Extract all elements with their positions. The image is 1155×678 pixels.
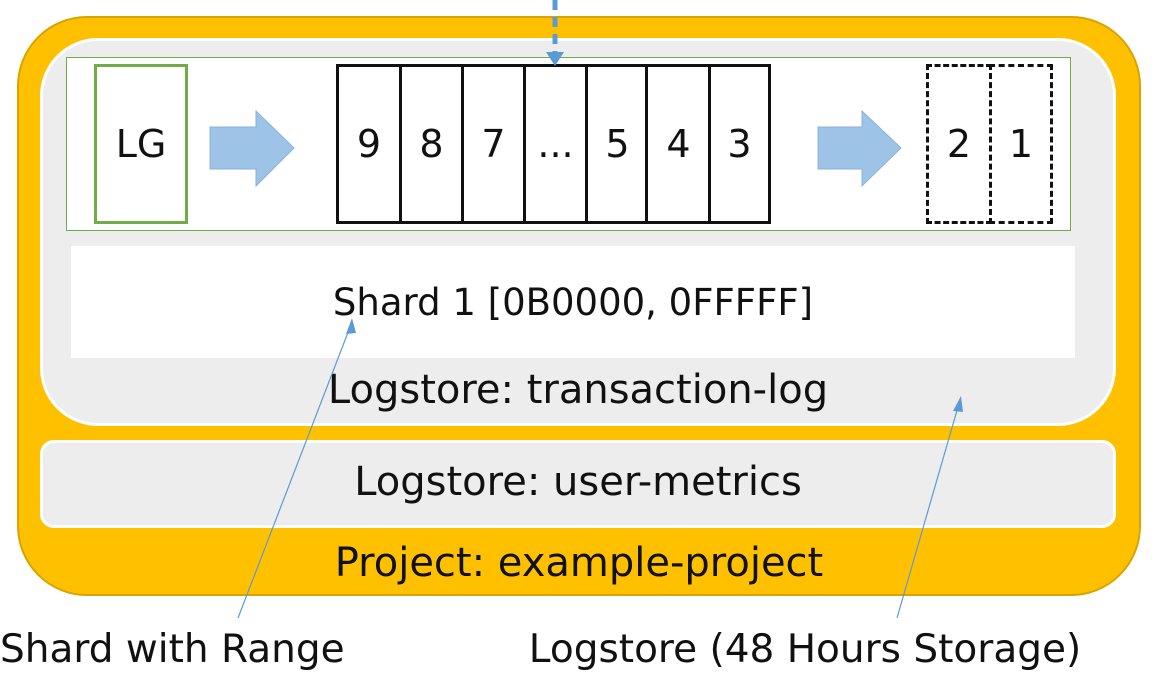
logstore-caption: Logstore (48 Hours Storage) (528, 626, 1082, 672)
cell-label: 1 (1008, 122, 1034, 166)
cell-label: 9 (356, 122, 382, 166)
expired-cell-1: 1 (989, 64, 1053, 224)
shard-pointer-head (346, 318, 356, 334)
logstore-pointer-head (953, 396, 963, 412)
data-cell-9: 9 (336, 64, 402, 224)
block-arrow-out-icon (817, 109, 902, 188)
cell-label: 7 (481, 122, 506, 166)
shard-range-label: Shard 1 [0B0000, 0FFFFF] (332, 280, 814, 324)
write-arrow-head (546, 52, 564, 66)
logstore-user-metrics-container (40, 440, 1116, 528)
project-label: Project: example-project (334, 540, 824, 586)
data-cell-8: 8 (399, 64, 464, 224)
cell-label: 8 (419, 122, 444, 166)
logstore-user-metrics-label: Logstore: user-metrics (354, 459, 802, 505)
shard-pointer-line (237, 321, 353, 619)
shard-caption: Shard with Range (0, 626, 345, 672)
expired-cell-2: 2 (926, 64, 992, 224)
data-cell-ellipsis: ... (523, 64, 588, 224)
data-cell-3: 3 (708, 64, 771, 224)
block-arrow-in-icon (209, 109, 295, 188)
log-producer-box: LG (94, 64, 188, 224)
cell-label: 4 (666, 122, 691, 166)
logstore-pointer-line (896, 399, 961, 619)
cell-label: 3 (727, 122, 752, 166)
cell-label: 5 (605, 122, 630, 166)
cell-label: 2 (946, 122, 972, 166)
logstore-transaction-log-label: Logstore: transaction-log (327, 367, 829, 413)
shard-label-panel (71, 246, 1075, 358)
log-producer-label: LG (115, 122, 167, 166)
cell-label: ... (537, 122, 574, 166)
